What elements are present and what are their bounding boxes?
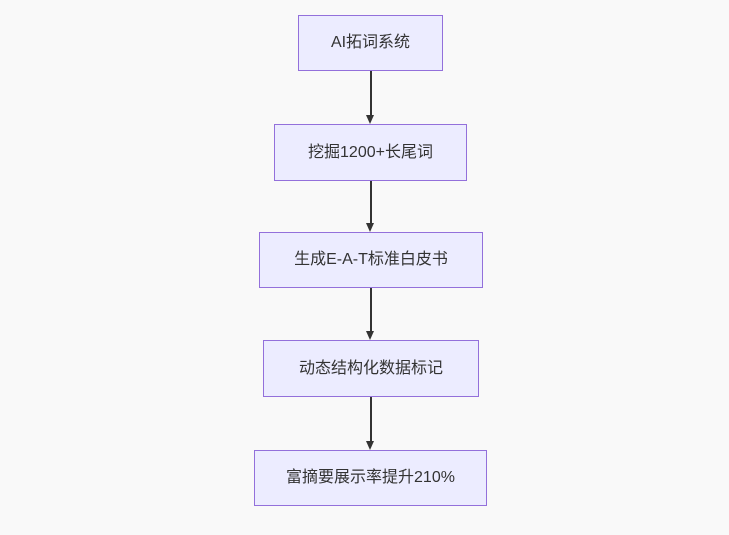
flow-node-eat-whitepaper: 生成E-A-T标准白皮书 [259,232,483,288]
flow-node-rich-snippet-rate: 富摘要展示率提升210% [254,450,487,506]
edge-n4-n5-line [369,397,372,442]
edge-n3-n4-line [369,288,372,332]
flow-node-structured-data-markup: 动态结构化数据标记 [263,340,479,397]
edge-n2-n3-line [369,181,372,224]
flow-node-longtail-mining: 挖掘1200+长尾词 [274,124,467,181]
edge-n1-n2-line [369,71,372,116]
edge-n1-n2-arrowhead-icon [366,115,374,124]
flow-node-ai-keyword-system: AI拓词系统 [298,15,443,71]
edge-n4-n5-arrowhead-icon [366,441,374,450]
edge-n3-n4-arrowhead-icon [366,331,374,340]
edge-n2-n3-arrowhead-icon [366,223,374,232]
